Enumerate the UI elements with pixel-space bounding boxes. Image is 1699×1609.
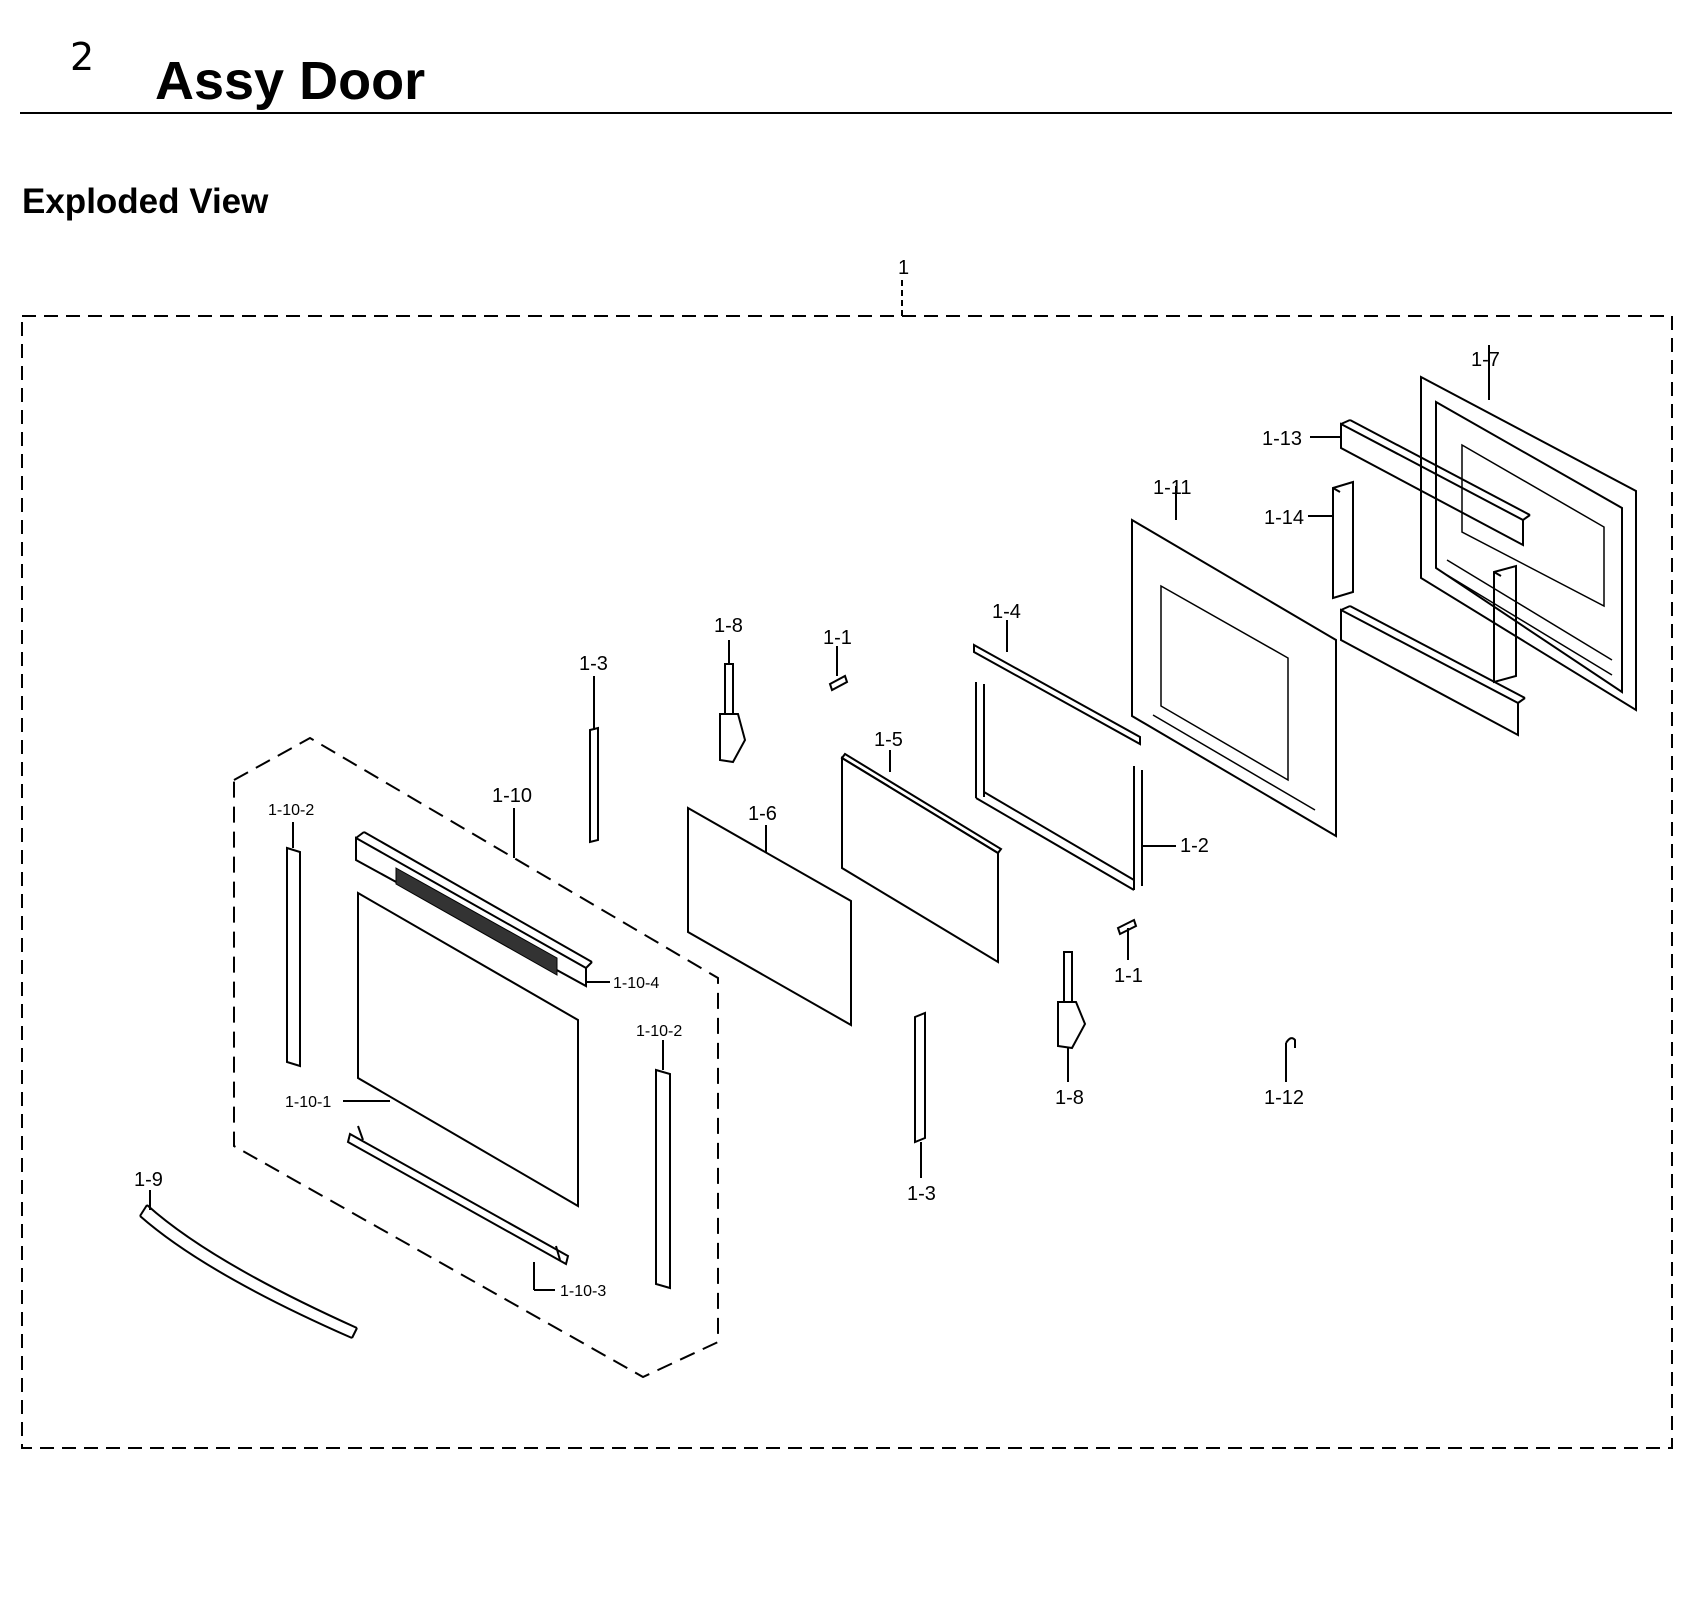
- part-1-3-top: [589, 676, 599, 844]
- label-1-3-bottom: 1-3: [907, 1183, 936, 1205]
- label-1-3-top: 1-3: [579, 653, 608, 675]
- label-1-10-4: 1-10-4: [613, 975, 659, 992]
- label-1-8-bottom: 1-8: [1055, 1087, 1084, 1109]
- part-1-9: [139, 1190, 358, 1339]
- part-1-1-bottom: [1116, 918, 1138, 960]
- part-1-6: [687, 806, 852, 1027]
- label-assembly: 1: [898, 257, 909, 279]
- label-1-4: 1-4: [992, 601, 1021, 623]
- page-title: Assy Door: [155, 51, 426, 111]
- label-1-5: 1-5: [874, 729, 903, 751]
- label-1-10-1: 1-10-1: [285, 1094, 331, 1111]
- header-rule: [20, 112, 1672, 114]
- part-1-10-4: [355, 831, 610, 988]
- part-1-7: [1420, 345, 1637, 712]
- label-1-1-top: 1-1: [823, 627, 852, 649]
- part-1-10-2-left: [286, 822, 301, 1068]
- part-1-5: [840, 750, 1003, 964]
- part-1-3-bottom: [914, 1011, 926, 1178]
- part-1-2: [975, 682, 1176, 891]
- part-1-8-top: [719, 640, 747, 764]
- part-1-1-top: [828, 646, 849, 692]
- part-1-8-bottom: [1057, 951, 1087, 1082]
- label-1-10-2-left: 1-10-2: [268, 802, 314, 819]
- part-1-4: [973, 620, 1141, 746]
- label-1-14: 1-14: [1264, 507, 1304, 529]
- label-1-9: 1-9: [134, 1169, 163, 1191]
- callout-labels: 1 1-7 1-13 1-11 1-14 1-4 1-8 1-1 1-3 1-5…: [134, 257, 1500, 1300]
- label-1-10-2-right: 1-10-2: [636, 1023, 682, 1040]
- page-header: 2 Assy Door: [20, 28, 1672, 116]
- label-1-11: 1-11: [1153, 477, 1192, 499]
- section-number: 2: [70, 35, 95, 79]
- label-1-6: 1-6: [748, 803, 777, 825]
- label-1-1-bottom: 1-1: [1114, 965, 1143, 987]
- label-1-8-top: 1-8: [714, 615, 743, 637]
- label-1-2: 1-2: [1180, 835, 1209, 857]
- label-1-7: 1-7: [1471, 349, 1500, 371]
- label-1-10: 1-10: [492, 785, 532, 807]
- label-1-13: 1-13: [1262, 428, 1302, 450]
- part-1-10-1: [343, 891, 579, 1208]
- part-1-10-3: [346, 1125, 570, 1291]
- part-1-11: [1131, 486, 1337, 838]
- label-1-12: 1-12: [1264, 1087, 1304, 1109]
- part-1-14: [1308, 480, 1517, 684]
- part-1-12: [1285, 1037, 1296, 1082]
- part-1-10-2-right: [655, 1040, 671, 1290]
- subassembly-1-10-boundary: [233, 736, 719, 1379]
- view-subtitle: Exploded View: [22, 182, 269, 221]
- label-1-10-3: 1-10-3: [560, 1283, 606, 1300]
- assembly-boundary: [21, 315, 1673, 1449]
- part-1-13: [1310, 419, 1531, 737]
